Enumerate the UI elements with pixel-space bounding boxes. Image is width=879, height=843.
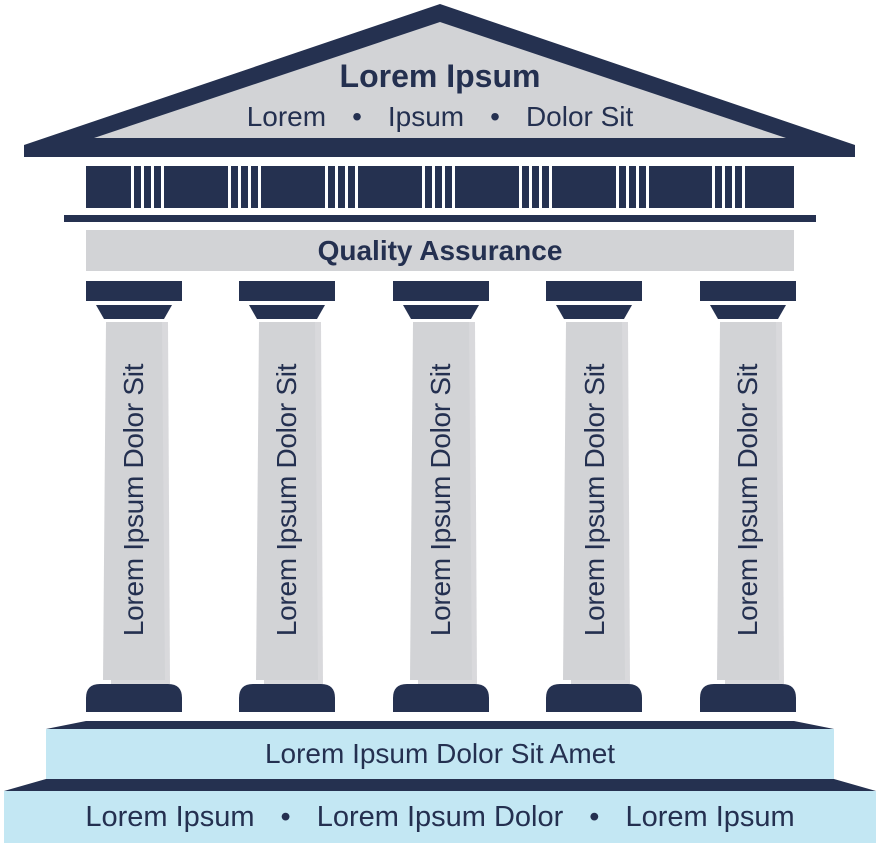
pillar-5-label-box: Lorem Ipsum Dolor Sit [717, 320, 779, 680]
pillar-5-base [700, 684, 796, 712]
triglyph-2-stripe-3 [248, 166, 251, 208]
pillar-1-shaft [103, 322, 165, 680]
triglyph-6-stripe-2 [626, 166, 629, 208]
base-upper-label: Lorem Ipsum Dolor Sit Amet [264, 738, 616, 769]
pillar-1-label-box: Lorem Ipsum Dolor Sit [103, 320, 165, 680]
pillar-3-capital [393, 281, 489, 301]
triglyph-3-stripe-1 [325, 166, 328, 208]
pillar-4-base [546, 684, 642, 712]
triglyph-7-stripe-4 [742, 166, 745, 208]
pillars-group [86, 281, 796, 712]
pillar-5-echinus [710, 305, 786, 319]
roof-item-3: Dolor Sit [525, 101, 634, 132]
triglyph-7-stripe-1 [712, 166, 715, 208]
pillar-2-label: Lorem Ipsum Dolor Sit [271, 363, 302, 637]
triglyph-3-stripe-2 [335, 166, 338, 208]
pillar-5-shaft [717, 322, 779, 680]
pillar-3-label-box: Lorem Ipsum Dolor Sit [410, 320, 472, 680]
base-lower-step [4, 791, 876, 843]
triglyph-5-stripe-2 [529, 166, 532, 208]
triglyph-6-stripe-1 [616, 166, 619, 208]
banner-label: Quality Assurance [317, 234, 563, 266]
pillar-3-base [393, 684, 489, 712]
pillar-4-label: Lorem Ipsum Dolor Sit [579, 363, 610, 637]
triglyph-3-stripe-4 [355, 166, 358, 208]
pillar-2-label-box: Lorem Ipsum Dolor Sit [256, 320, 318, 680]
pillar-2-capital [239, 281, 335, 301]
architrave-line [64, 215, 816, 222]
triglyph-4-stripe-3 [442, 166, 445, 208]
frieze-triglyphs [131, 166, 745, 208]
roof-separator-2: • [490, 101, 500, 132]
triglyph-6-stripe-3 [636, 166, 639, 208]
base-lower-top-edge [4, 779, 876, 791]
roof-item-2: Ipsum [387, 101, 465, 132]
base-lower-items: Lorem Ipsum • Lorem Ipsum Dolor • Lorem … [4, 791, 876, 843]
triglyph-2-stripe-1 [228, 166, 231, 208]
triglyph-1-stripe-1 [131, 166, 134, 208]
pillar-1-base [86, 684, 182, 712]
triglyph-1-stripe-2 [141, 166, 144, 208]
pillar-3-label: Lorem Ipsum Dolor Sit [425, 363, 456, 637]
triglyph-5-stripe-4 [549, 166, 552, 208]
roof-items: Lorem • Ipsum • Dolor Sit [200, 98, 680, 136]
pillar-5-label: Lorem Ipsum Dolor Sit [732, 363, 763, 637]
triglyph-1-stripe-3 [151, 166, 154, 208]
roof-title: Lorem Ipsum [339, 57, 541, 94]
triglyph-5-stripe-3 [539, 166, 542, 208]
base-lower-item-2: Lorem Ipsum Dolor [316, 800, 564, 833]
pillar-1-label: Lorem Ipsum Dolor Sit [118, 363, 149, 637]
pillar-4-echinus [556, 305, 632, 319]
triglyph-4-stripe-4 [452, 166, 455, 208]
pillar-1-echinus [96, 305, 172, 319]
pillar-5-capital [700, 281, 796, 301]
pillar-1-capital [86, 281, 182, 301]
pillar-3-echinus [403, 305, 479, 319]
pillar-4-shaft [563, 322, 625, 680]
triglyph-4-stripe-1 [422, 166, 425, 208]
triglyph-2-stripe-4 [258, 166, 261, 208]
frieze-band [86, 166, 794, 208]
pillar-2-echinus [249, 305, 325, 319]
base-lower-item-1: Lorem Ipsum [85, 800, 255, 833]
pillar-4-capital [546, 281, 642, 301]
base-upper-step [46, 729, 834, 779]
triglyph-5-stripe-1 [519, 166, 522, 208]
base-upper-top-edge [46, 721, 834, 729]
roof-item-1: Lorem [246, 101, 327, 132]
triglyph-7-stripe-2 [722, 166, 725, 208]
triglyph-3-stripe-3 [345, 166, 348, 208]
base-lower-item-3: Lorem Ipsum [625, 800, 795, 833]
triglyph-1-stripe-4 [161, 166, 164, 208]
triglyph-7-stripe-3 [732, 166, 735, 208]
triglyph-4-stripe-2 [432, 166, 435, 208]
roof-separator-1: • [352, 101, 362, 132]
triglyph-2-stripe-2 [238, 166, 241, 208]
banner-bar [86, 230, 794, 271]
base-lower-separator-1: • [280, 800, 291, 833]
pillar-4-label-box: Lorem Ipsum Dolor Sit [564, 320, 626, 680]
pillar-2-shaft [256, 322, 318, 680]
triglyph-6-stripe-4 [646, 166, 649, 208]
roof-inner [94, 22, 786, 138]
pillar-2-base [239, 684, 335, 712]
pillar-3-shaft [410, 322, 472, 680]
base-lower-separator-2: • [589, 800, 600, 833]
